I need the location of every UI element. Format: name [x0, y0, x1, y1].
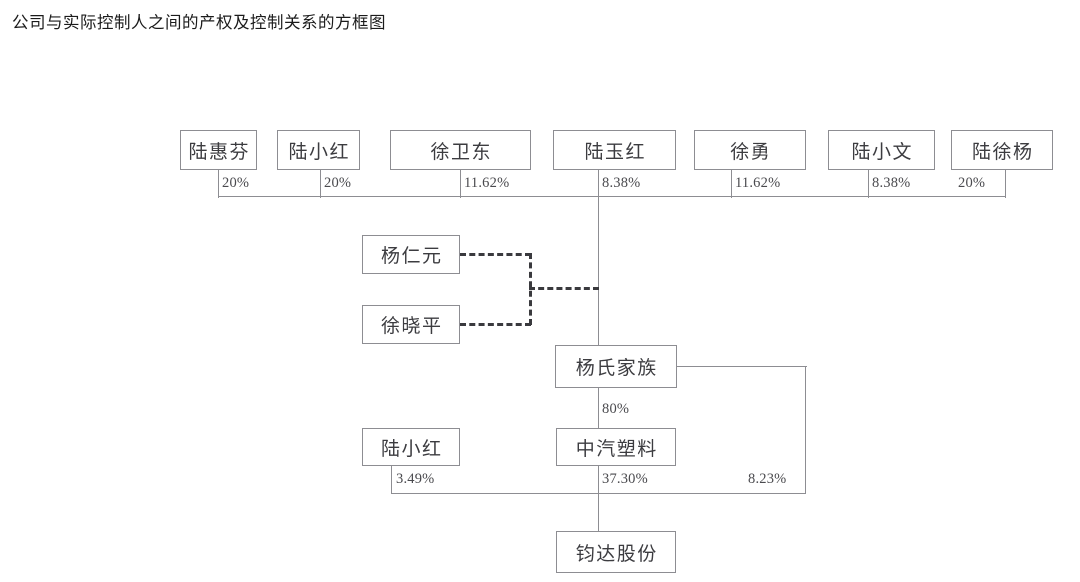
node-shareholder-4[interactable]: 陆玉红	[553, 130, 676, 170]
node-side-shareholder[interactable]: 陆小红	[362, 428, 460, 466]
percent-shareholder-2: 20%	[324, 175, 352, 191]
node-intermediate-entity[interactable]: 中汽塑料	[556, 428, 676, 466]
connector-shareholder-3	[460, 170, 462, 198]
connector-shareholder-2	[320, 170, 322, 198]
node-shareholder-2[interactable]: 陆小红	[277, 130, 360, 170]
connector-side-shareholder-down	[391, 466, 393, 494]
connector-shareholder-6	[868, 170, 870, 198]
node-shareholder-3[interactable]: 徐卫东	[390, 130, 531, 170]
percent-shareholder-7: 20%	[958, 175, 986, 191]
percent-shareholder-6: 8.38%	[872, 175, 911, 191]
dashed-connector-to-family	[529, 287, 599, 290]
node-shareholder-6[interactable]: 陆小文	[828, 130, 935, 170]
connector-family-to-intermediate	[598, 388, 600, 429]
connector-intermediate-to-listed	[598, 466, 600, 532]
page-title: 公司与实际控制人之间的产权及控制关系的方框图	[12, 13, 386, 32]
connector-family-right-down	[805, 366, 807, 494]
percent-shareholder-4: 8.38%	[602, 175, 641, 191]
node-shareholder-1[interactable]: 陆惠芬	[180, 130, 257, 170]
percent-shareholder-1: 20%	[222, 175, 250, 191]
percent-shareholder-3: 11.62%	[464, 175, 510, 191]
connector-family-right-branch	[677, 366, 807, 368]
connector-shareholder-5	[731, 170, 733, 198]
dashed-connector-member-1	[460, 253, 531, 256]
connector-shareholder-1	[218, 170, 220, 198]
percent-family-to-intermediate: 80%	[602, 401, 630, 417]
connector-shareholder-7	[1005, 170, 1007, 198]
node-dashed-member-1[interactable]: 杨仁元	[362, 235, 460, 274]
dashed-connector-member-2	[460, 323, 531, 326]
node-family-entity[interactable]: 杨氏家族	[555, 345, 677, 388]
node-listed-company[interactable]: 钧达股份	[556, 531, 676, 573]
percent-intermediate-to-listed: 37.30%	[602, 471, 648, 487]
percent-shareholder-5: 11.62%	[735, 175, 781, 191]
connector-shareholder-4	[598, 170, 600, 198]
connector-bus-to-family	[598, 196, 600, 346]
node-shareholder-7[interactable]: 陆徐杨	[951, 130, 1053, 170]
percent-side-shareholder: 3.49%	[396, 471, 435, 487]
bus-into-listed-company	[391, 493, 806, 495]
percent-family-to-listed: 8.23%	[748, 471, 787, 487]
bus-shareholders-top	[218, 196, 1006, 198]
node-shareholder-5[interactable]: 徐勇	[694, 130, 806, 170]
node-dashed-member-2[interactable]: 徐晓平	[362, 305, 460, 344]
